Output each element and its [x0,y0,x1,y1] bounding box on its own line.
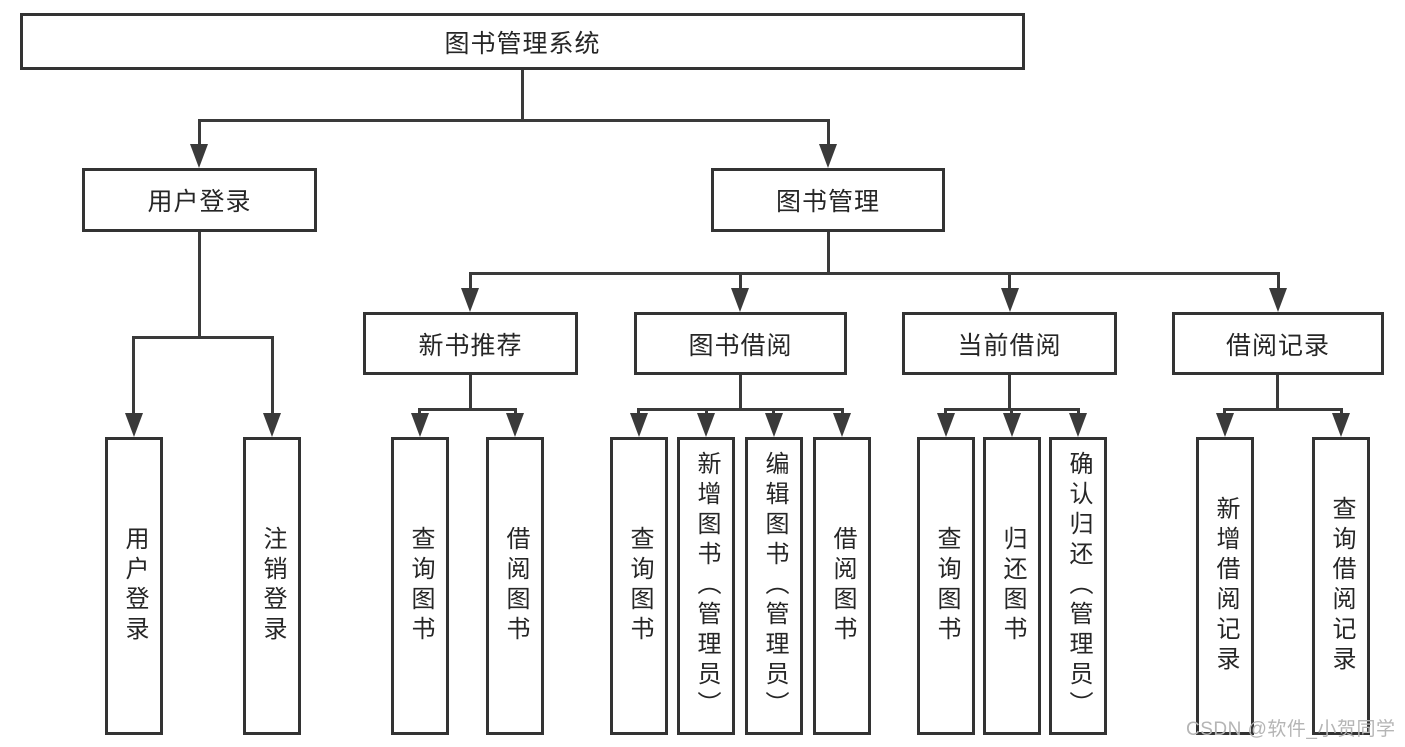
leaf-label: 编辑图书（管理员） [761,451,788,721]
connector-drop [418,408,421,413]
arrow-down-icon [411,413,429,437]
node-new-book-recommend: 新书推荐 [363,312,578,375]
leaf-label: 确认归还（管理员） [1065,451,1092,721]
leaf-add-borrow-record: 新增借阅记录 [1196,437,1254,735]
arrow-down-icon [190,144,208,168]
connector-drop [1077,408,1080,413]
leaf-label: 查询图书 [626,526,653,646]
arrow-down-icon [697,413,715,437]
arrow-down-icon [819,144,837,168]
node-label: 图书借阅 [688,331,793,360]
arrow-down-icon [833,413,851,437]
connector-drop-leaf-logout [271,336,274,413]
leaf-borrow-books: 借阅图书 [813,437,871,735]
leaf-label: 查询借阅记录 [1328,496,1355,676]
arrow-down-icon [1216,413,1234,437]
watermark: CSDN @软件_小贺同学 [1186,719,1396,740]
arrow-down-icon [731,288,749,312]
node-label: 借阅记录 [1225,331,1330,360]
leaf-label: 借阅图书 [829,526,856,646]
connector-borrow-records-rail [1223,408,1343,411]
connector-book-borrow-stem [739,375,742,408]
arrow-down-icon [630,413,648,437]
node-current-borrow: 当前借阅 [902,312,1117,375]
arrow-down-icon [1003,413,1021,437]
leaf-query-books-borrow: 查询图书 [610,437,668,735]
node-library-management-system: 图书管理系统 [20,13,1025,70]
connector-new-book-rail [418,408,517,411]
connector-book-management-rail [469,272,1280,275]
leaf-label: 注销登录 [259,526,286,646]
leaf-query-books-recommend: 查询图书 [391,437,449,735]
connector-drop-new-book [469,272,472,288]
leaf-edit-books-admin: 编辑图书（管理员） [745,437,803,735]
connector-drop [841,408,844,413]
leaf-label: 新增借阅记录 [1212,496,1239,676]
leaf-return-books: 归还图书 [983,437,1041,735]
leaf-query-books-current: 查询图书 [917,437,975,735]
node-book-borrow: 图书借阅 [634,312,847,375]
connector-drop [944,408,947,413]
leaf-label: 借阅图书 [502,526,529,646]
connector-drop-user-login [198,119,201,144]
leaf-label: 查询图书 [933,526,960,646]
connector-user-login-rail [132,336,274,339]
leaf-logout: 注销登录 [243,437,301,735]
leaf-query-borrow-record: 查询借阅记录 [1312,437,1370,735]
connector-drop [514,408,517,413]
connector-root-stem [521,70,524,119]
connector-drop-borrow-records [1277,272,1280,288]
node-label: 图书管理 [775,188,880,216]
node-label: 新书推荐 [418,331,523,360]
arrow-down-icon [1001,288,1019,312]
node-user-login: 用户登录 [82,168,317,232]
connector-book-borrow-rail [637,408,844,411]
connector-drop [705,408,708,413]
connector-drop-book-borrow [739,272,742,288]
connector-drop [1010,408,1013,413]
connector-root-rail [198,119,830,122]
connector-drop [1340,408,1343,413]
leaf-add-books-admin: 新增图书（管理员） [677,437,735,735]
leaf-user-login: 用户登录 [105,437,163,735]
connector-drop-book-management [827,119,830,144]
arrow-down-icon [461,288,479,312]
arrow-down-icon [1069,413,1087,437]
arrow-down-icon [1332,413,1350,437]
connector-drop [1223,408,1226,413]
leaf-label: 查询图书 [407,526,434,646]
connector-new-book-stem [469,375,472,408]
node-label: 用户登录 [147,188,252,216]
leaf-confirm-return-admin: 确认归还（管理员） [1049,437,1107,735]
connector-current-borrow-stem [1008,375,1011,408]
arrow-down-icon [1269,288,1287,312]
node-book-management: 图书管理 [711,168,945,232]
arrow-down-icon [765,413,783,437]
connector-drop [637,408,640,413]
connector-drop-current-borrow [1008,272,1011,288]
connector-drop [772,408,775,413]
leaf-label: 用户登录 [121,526,148,646]
node-label: 图书管理系统 [444,29,601,58]
arrow-down-icon [506,413,524,437]
arrow-down-icon [125,413,143,437]
connector-book-management-stem [827,232,830,272]
node-label: 当前借阅 [957,331,1062,360]
node-borrow-records: 借阅记录 [1172,312,1384,375]
leaf-borrow-books-recommend: 借阅图书 [486,437,544,735]
leaf-label: 新增图书（管理员） [693,451,720,721]
connector-user-login-stem [198,232,201,336]
arrow-down-icon [263,413,281,437]
connector-borrow-records-stem [1276,375,1279,408]
arrow-down-icon [937,413,955,437]
connector-drop-leaf-user-login [132,336,135,413]
leaf-label: 归还图书 [999,526,1026,646]
